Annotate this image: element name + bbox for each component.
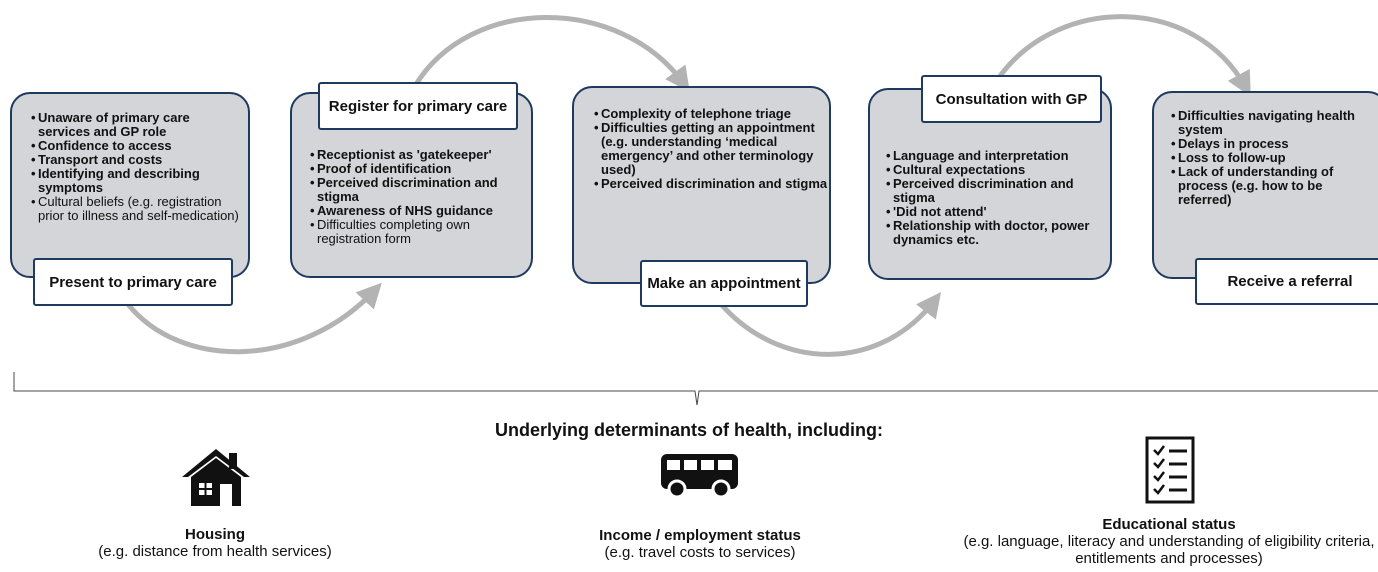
stage-referral-label-text: Receive a referral: [1227, 273, 1353, 290]
barrier-item: Difficulties getting an appointment (e.g…: [593, 121, 828, 177]
barrier-item: Perceived discrimination and stigma: [309, 176, 529, 204]
barrier-item: Relationship with doctor, power dynamics…: [885, 219, 1110, 247]
barrier-item: Difficulties navigating health system: [1170, 109, 1378, 137]
barrier-item: Confidence to access: [30, 139, 245, 153]
determinants-brace: [13, 372, 1378, 406]
stage-referral-label: Receive a referral: [1195, 258, 1378, 305]
stage-consultation-barriers: Language and interpretationCultural expe…: [885, 149, 1110, 247]
determinant-income: Income / employment status (e.g. travel …: [540, 527, 860, 561]
barrier-item: Loss to follow-up: [1170, 151, 1378, 165]
determinant-education-title: Educational status: [1102, 516, 1236, 533]
stage-appointment-barriers: Complexity of telephone triageDifficulti…: [593, 107, 828, 191]
stage-referral-box: Difficulties navigating health systemDel…: [1152, 91, 1378, 279]
barrier-item: Difficulties completing own registration…: [309, 218, 529, 246]
barrier-item: Cultural expectations: [885, 163, 1110, 177]
stage-register-label: Register for primary care: [318, 82, 518, 130]
determinant-income-title: Income / employment status: [599, 527, 801, 544]
determinant-housing: Housing (e.g. distance from health servi…: [60, 526, 370, 560]
stage-present-barriers: Unaware of primary care services and GP …: [30, 111, 245, 223]
stage-present-label-text: Present to primary care: [49, 273, 217, 291]
arrow-appointment-to-consultation: [718, 292, 942, 357]
determinant-education-subtitle: (e.g. language, literacy and understandi…: [963, 533, 1375, 567]
determinant-housing-subtitle: (e.g. distance from health services): [98, 543, 332, 560]
determinant-education: Educational status (e.g. language, liter…: [960, 516, 1378, 567]
checklist-icon: [1145, 436, 1195, 504]
barrier-item: Perceived discrimination and stigma: [885, 177, 1110, 205]
determinant-income-subtitle: (e.g. travel costs to services): [604, 544, 796, 561]
stage-appointment-label-text: Make an appointment: [647, 275, 801, 292]
stage-referral-barriers: Difficulties navigating health systemDel…: [1170, 109, 1378, 207]
stage-consultation-label-text: Consultation with GP: [935, 90, 1088, 108]
barrier-item: Proof of identification: [309, 162, 529, 176]
barrier-item: Awareness of NHS guidance: [309, 204, 529, 218]
barrier-item: Perceived discrimination and stigma: [593, 177, 828, 191]
barrier-item: Delays in process: [1170, 137, 1378, 151]
arrow-register-to-appointment: [412, 15, 690, 93]
barrier-item: Lack of understanding of process (e.g. h…: [1170, 165, 1378, 207]
stage-present-label: Present to primary care: [33, 258, 233, 306]
stage-register-label-text: Register for primary care: [328, 97, 508, 115]
barrier-item: Cultural beliefs (e.g. registration prio…: [30, 195, 245, 223]
house-icon: [182, 449, 250, 506]
barrier-item: 'Did not attend': [885, 205, 1110, 219]
stage-consultation-label: Consultation with GP: [921, 75, 1102, 123]
barrier-item: Unaware of primary care services and GP …: [30, 111, 245, 139]
stage-present-box: Unaware of primary care services and GP …: [10, 92, 250, 278]
barrier-item: Language and interpretation: [885, 149, 1110, 163]
stage-appointment-box: Complexity of telephone triageDifficulti…: [572, 86, 831, 284]
bus-icon: [661, 454, 738, 499]
arrow-present-to-register: [125, 282, 382, 355]
stage-appointment-label: Make an appointment: [640, 260, 808, 307]
determinant-housing-title: Housing: [185, 526, 245, 543]
barrier-item: Transport and costs: [30, 153, 245, 167]
stage-register-barriers: Receptionist as 'gatekeeper'Proof of ide…: [309, 148, 529, 246]
barrier-item: Identifying and describing symptoms: [30, 167, 245, 195]
determinants-heading: Underlying determinants of health, inclu…: [494, 420, 884, 440]
barrier-item: Receptionist as 'gatekeeper': [309, 148, 529, 162]
arrow-consultation-to-referral: [997, 14, 1251, 97]
barrier-item: Complexity of telephone triage: [593, 107, 828, 121]
